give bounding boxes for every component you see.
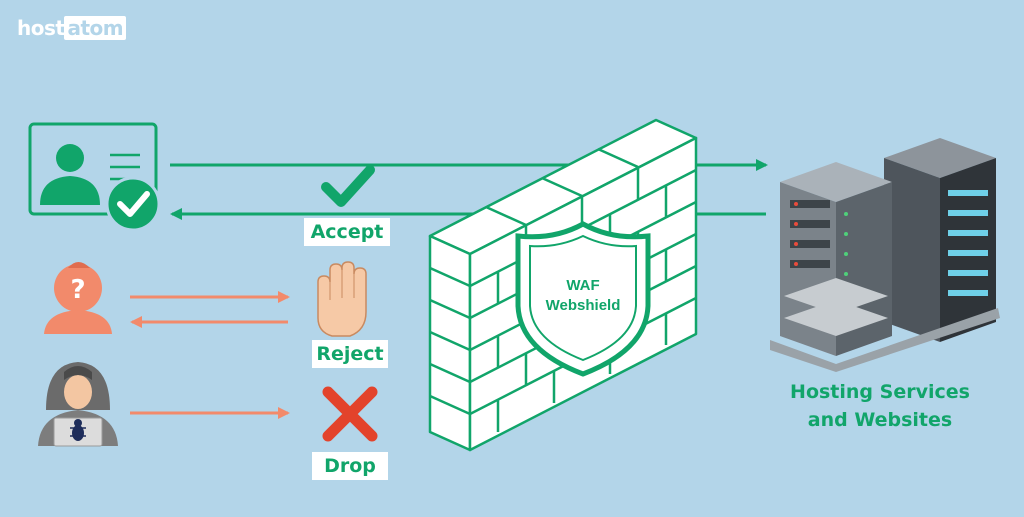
- waf-title: WAF: [566, 277, 599, 294]
- logo-atom-text: atom: [64, 16, 127, 40]
- unknown-user-icon: ?: [44, 262, 112, 334]
- server-rack-icon: [770, 138, 1000, 372]
- checkmark-badge-icon: [105, 176, 161, 232]
- hacker-icon: [38, 362, 118, 447]
- servers-caption-line2: and Websites: [807, 409, 953, 431]
- drop-label: Drop: [312, 452, 388, 480]
- waf-subtitle: Webshield: [546, 297, 621, 314]
- servers-caption-line1: Hosting Services: [790, 381, 970, 403]
- logo-host-text: host: [17, 16, 65, 40]
- svg-text:?: ?: [70, 275, 85, 305]
- accept-label: Accept: [304, 218, 390, 246]
- stop-hand-icon: [317, 261, 367, 337]
- servers-caption: Hosting Services and Websites: [772, 378, 988, 434]
- cross-icon: [322, 386, 378, 442]
- shield-icon: WAF Webshield: [515, 221, 651, 377]
- bug-icon: [70, 419, 86, 441]
- reject-label: Reject: [312, 340, 388, 368]
- checkmark-icon: [321, 165, 375, 207]
